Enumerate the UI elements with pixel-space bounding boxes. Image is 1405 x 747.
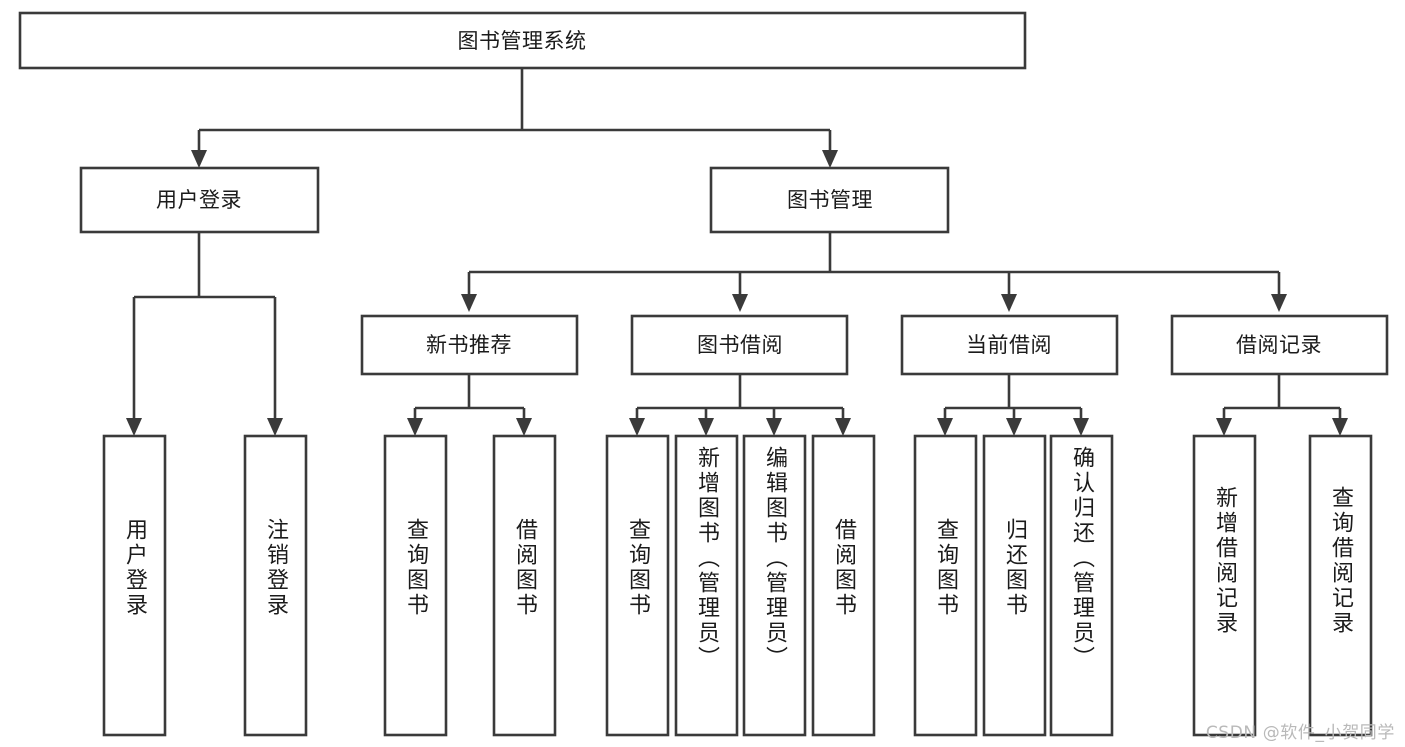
node-user-login-box[interactable] [79,166,320,234]
arrowhead-current-borrow [1001,294,1017,312]
leaf-box-query-book-3[interactable] [913,434,978,737]
edges-bookmgmt-to-level3 [461,232,1287,312]
arrowhead-borrow-record [1271,294,1287,312]
leaf-box-query-book-2[interactable] [605,434,670,737]
edges-root-to-level2 [191,68,838,168]
node-book-management[interactable]: 图书管理 [709,166,950,234]
node-current-borrow-label: 当前借阅 [966,333,1052,357]
arrowhead-leaf-8 [835,418,851,436]
leaf-box-add-book-admin[interactable] [674,434,739,737]
leaf-box-query-borrow-record[interactable] [1308,434,1373,737]
leaf-box-query-book-1[interactable] [383,434,448,737]
leaf-box-user-login[interactable] [102,434,167,737]
node-user-login-label: 用户登录 [156,188,242,212]
node-new-book-recommend-box[interactable] [360,314,579,376]
edges-currentborrow-to-leaves [937,374,1089,436]
arrowhead-user-login [191,150,207,168]
arrowhead-leaf-11 [1073,418,1089,436]
arrowhead-leaf-2 [267,418,283,436]
node-user-login[interactable]: 用户登录 [79,166,320,234]
node-borrow-record[interactable]: 借阅记录 [1170,314,1389,376]
node-root-label: 图书管理系统 [458,29,587,53]
leaf-box-add-borrow-record[interactable] [1192,434,1257,737]
leaf-box-borrow-book-2[interactable] [811,434,876,737]
node-root-box[interactable] [18,11,1027,70]
node-book-borrow-label: 图书借阅 [697,333,783,357]
arrowhead-book-mgmt [822,150,838,168]
arrowhead-new-book [461,294,477,312]
node-book-management-box[interactable] [709,166,950,234]
node-borrow-record-box[interactable] [1170,314,1389,376]
leaf-box-edit-book-admin[interactable] [742,434,807,737]
leaf-box-logout[interactable] [243,434,308,737]
node-new-book-recommend[interactable]: 新书推荐 [360,314,579,376]
leaf-boxes [102,434,1373,737]
arrowhead-leaf-13 [1332,418,1348,436]
edges-userlogin-to-leaves [126,232,283,436]
node-current-borrow[interactable]: 当前借阅 [900,314,1119,376]
arrowhead-leaf-10 [1006,418,1022,436]
node-current-borrow-box[interactable] [900,314,1119,376]
arrowhead-leaf-6 [698,418,714,436]
node-borrow-record-label: 借阅记录 [1236,333,1322,357]
arrowhead-leaf-9 [937,418,953,436]
arrowhead-leaf-3 [407,418,423,436]
leaf-box-return-book[interactable] [982,434,1047,737]
node-book-borrow-box[interactable] [630,314,849,376]
node-new-book-recommend-label: 新书推荐 [426,333,512,357]
arrowhead-book-borrow [732,294,748,312]
node-book-borrow[interactable]: 图书借阅 [630,314,849,376]
edges-borrowrecord-to-leaves [1216,374,1348,436]
edges-bookborrow-to-leaves [629,374,851,436]
edges-newbook-to-leaves [407,374,532,436]
arrowhead-leaf-5 [629,418,645,436]
arrowhead-leaf-12 [1216,418,1232,436]
leaf-box-borrow-book-1[interactable] [492,434,557,737]
arrowhead-leaf-7 [766,418,782,436]
node-book-management-label: 图书管理 [787,188,873,212]
arrowhead-leaf-4 [516,418,532,436]
arrowhead-leaf-1 [126,418,142,436]
node-root[interactable]: 图书管理系统 [18,11,1027,70]
leaf-box-confirm-return-admin[interactable] [1049,434,1114,737]
watermark-text: CSDN @软件_小贺同学 [1205,723,1395,743]
